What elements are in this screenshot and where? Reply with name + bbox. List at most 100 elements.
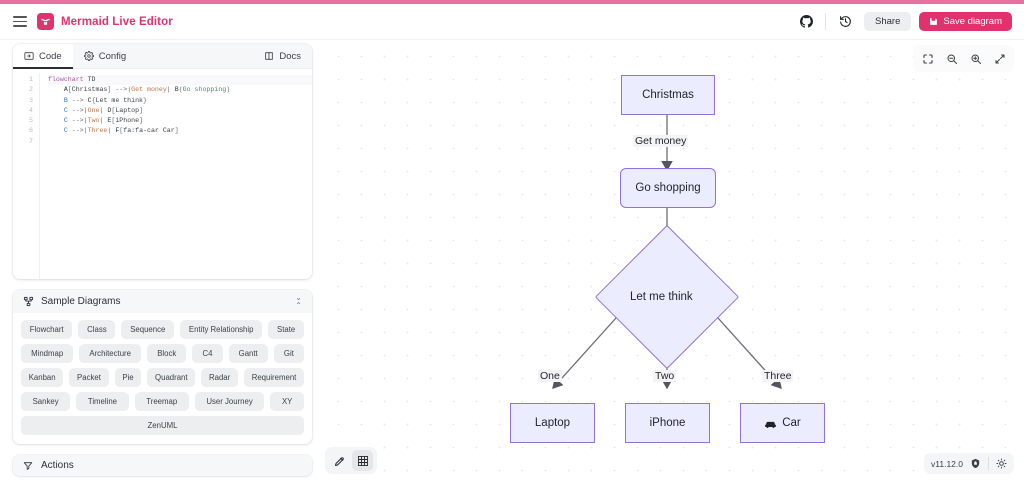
pan-zoom-toggle-icon[interactable] xyxy=(329,450,350,471)
sample-diagram-entity-relationship[interactable]: Entity Relationship xyxy=(180,320,263,339)
history-clock-icon[interactable] xyxy=(834,11,856,33)
sample-diagram-radar[interactable]: Radar xyxy=(201,368,238,387)
sample-diagram-xy[interactable]: XY xyxy=(270,392,304,411)
edge-label-text: Three xyxy=(764,370,792,382)
canvas-view-toggles xyxy=(325,447,377,474)
zoom-out-icon[interactable] xyxy=(941,48,962,69)
tab-docs-label: Docs xyxy=(279,50,301,62)
sample-diagrams-list: Flowchart Class Sequence Entity Relationshi… xyxy=(13,313,312,444)
flow-edge-label-one: One xyxy=(538,370,562,382)
sample-diagram-block[interactable]: Block xyxy=(147,344,187,363)
edge-label-text: One xyxy=(540,370,560,382)
line-number: 5 xyxy=(29,117,33,125)
car-icon xyxy=(765,421,777,428)
line-number: 1 xyxy=(29,76,33,83)
sample-diagram-requirement[interactable]: Requirement xyxy=(243,368,305,387)
sample-diagram-state[interactable]: State xyxy=(268,320,305,339)
sample-diagrams-row: Sankey Timeline Treemap User Journey XY xyxy=(21,392,304,411)
flow-node-label: Let me think xyxy=(630,291,693,303)
collapse-chevrons-icon[interactable]: ⌄⌃ xyxy=(295,292,302,310)
code-editor[interactable]: 1 2 3 4 5 6 7 flowchart TD A[Christmas] … xyxy=(13,69,312,279)
sample-diagram-architecture[interactable]: Architecture xyxy=(79,344,142,363)
sample-diagram-pie[interactable]: Pie xyxy=(114,368,142,387)
editor-code-text[interactable]: flowchart TD A[Christmas] -->|Get money|… xyxy=(39,73,312,279)
editor-card: Code Config Docs xyxy=(13,44,312,279)
sample-diagram-c4[interactable]: C4 xyxy=(192,344,223,363)
sample-diagrams-row: Flowchart Class Sequence Entity Relationshi… xyxy=(21,320,305,339)
mermaid-version-label: v11.12.0 xyxy=(931,458,963,469)
expand-diagonal-icon[interactable] xyxy=(989,48,1010,69)
sample-diagram-gantt[interactable]: Gantt xyxy=(228,344,268,363)
sample-diagram-kanban[interactable]: Kanban xyxy=(21,368,64,387)
diagram-canvas[interactable]: Christmas Get money Go shopping Let me t… xyxy=(320,40,1024,483)
editor-line-numbers: 1 2 3 4 5 6 7 xyxy=(13,73,39,279)
flow-node-car[interactable]: Car xyxy=(740,403,825,443)
sample-diagram-git[interactable]: Git xyxy=(273,344,304,363)
sample-diagrams-row: Mindmap Architecture Block C4 Gantt Git xyxy=(21,344,304,363)
tab-code[interactable]: Code xyxy=(13,44,73,69)
line-number: 4 xyxy=(29,106,33,114)
gear-icon xyxy=(83,51,94,61)
actions-title: Actions xyxy=(41,460,74,471)
top-accent-bar xyxy=(0,0,1024,4)
sample-diagram-sequence[interactable]: Sequence xyxy=(121,320,175,339)
sample-diagrams-header[interactable]: Sample Diagrams ⌄⌃ xyxy=(13,290,312,313)
zoom-in-icon[interactable] xyxy=(965,48,986,69)
flow-edge-label-three: Three xyxy=(762,370,794,382)
diagram-icon xyxy=(23,296,34,307)
flow-node-laptop[interactable]: Laptop xyxy=(510,403,595,443)
hamburger-menu-icon[interactable] xyxy=(13,16,27,27)
tab-config-label: Config xyxy=(98,50,127,62)
save-disk-icon xyxy=(930,18,938,25)
sun-theme-icon[interactable] xyxy=(996,458,1007,469)
app-brand-title: Mermaid Live Editor xyxy=(61,15,173,28)
sample-diagrams-card: Sample Diagrams ⌄⌃ Flowchart Class Sequenc… xyxy=(13,290,312,444)
editor-tabs: Code Config Docs xyxy=(13,44,312,69)
shield-icon[interactable] xyxy=(970,458,981,469)
line-number: 3 xyxy=(29,96,33,104)
line-number: 7 xyxy=(29,137,33,145)
canvas-toolbar xyxy=(913,45,1014,72)
flow-node-go-shopping[interactable]: Go shopping xyxy=(620,168,716,208)
sample-diagram-sankey[interactable]: Sankey xyxy=(21,392,71,411)
flow-node-iphone[interactable]: iPhone xyxy=(625,403,710,443)
github-icon[interactable] xyxy=(795,11,817,33)
tab-config[interactable]: Config xyxy=(73,44,137,69)
tab-code-label: Code xyxy=(39,50,62,62)
sample-diagrams-title: Sample Diagrams xyxy=(41,296,121,307)
book-icon xyxy=(265,52,274,60)
tab-docs[interactable]: Docs xyxy=(253,44,312,69)
status-divider xyxy=(988,457,989,470)
flow-node-label: Car xyxy=(782,417,801,429)
flow-node-label: iPhone xyxy=(649,417,686,429)
header-actions: Share Save diagram xyxy=(795,11,1024,33)
code-brackets-icon xyxy=(24,52,34,60)
sample-diagram-timeline[interactable]: Timeline xyxy=(76,392,129,411)
edge-label-text: Two xyxy=(655,370,675,382)
sample-diagram-user-journey[interactable]: User Journey xyxy=(194,392,265,411)
sample-diagram-treemap[interactable]: Treemap xyxy=(134,392,189,411)
flow-node-christmas[interactable]: Christmas xyxy=(621,75,715,115)
flow-edge-label-two: Two xyxy=(653,370,677,382)
fit-to-screen-icon[interactable] xyxy=(917,48,938,69)
sample-diagram-flowchart[interactable]: Flowchart xyxy=(21,320,73,339)
flow-node-label: Christmas xyxy=(642,89,694,101)
canvas-status-bar: v11.12.0 xyxy=(924,453,1014,474)
share-button[interactable]: Share xyxy=(864,12,912,31)
sample-diagram-zenuml[interactable]: ZenUML xyxy=(21,416,304,435)
grid-toggle-icon[interactable] xyxy=(352,450,373,471)
sample-diagram-mindmap[interactable]: Mindmap xyxy=(21,344,74,363)
save-diagram-label: Save diagram xyxy=(943,16,1002,27)
save-diagram-button[interactable]: Save diagram xyxy=(919,12,1012,31)
sample-diagram-class[interactable]: Class xyxy=(78,320,116,339)
mermaid-logo-icon xyxy=(37,13,54,30)
edge-label-text: Get money xyxy=(635,135,687,147)
flowchart-render: Christmas Get money Go shopping Let me t… xyxy=(320,40,1024,483)
left-panel: Code Config Docs xyxy=(13,44,312,476)
sample-diagrams-row: Kanban Packet Pie Quadrant Radar Requirement xyxy=(21,368,305,387)
app-header: Mermaid Live Editor Share xyxy=(0,4,1024,40)
actions-section[interactable]: Actions xyxy=(13,455,312,476)
sample-diagram-packet[interactable]: Packet xyxy=(69,368,109,387)
sample-diagram-quadrant[interactable]: Quadrant xyxy=(147,368,196,387)
